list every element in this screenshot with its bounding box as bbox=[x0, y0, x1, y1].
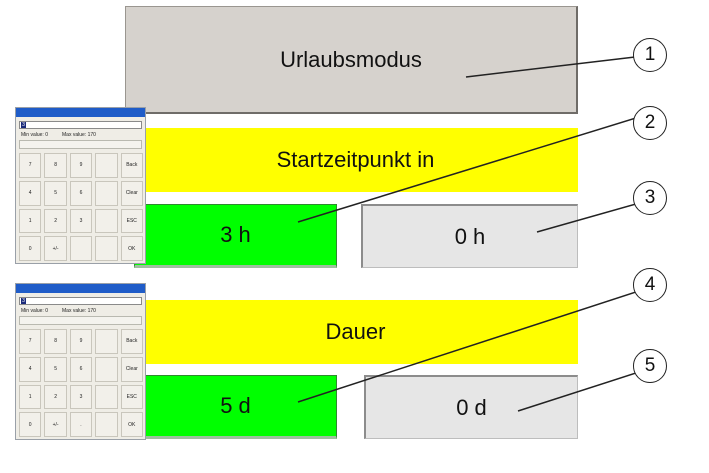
key-8[interactable]: 8 bbox=[44, 153, 67, 178]
key-blank[interactable] bbox=[95, 180, 118, 206]
keypad-info-area bbox=[19, 140, 142, 149]
key-blank[interactable] bbox=[95, 208, 118, 234]
callout-2: 2 bbox=[633, 106, 667, 140]
key-ok[interactable]: OK bbox=[120, 412, 143, 437]
key-1[interactable]: 1 bbox=[19, 208, 42, 234]
key-9[interactable]: 9 bbox=[69, 329, 93, 354]
vacation-mode-button[interactable]: Urlaubsmodus bbox=[125, 6, 578, 114]
keypad-max-range: Max value: 170 bbox=[62, 132, 96, 138]
vacation-mode-label: Urlaubsmodus bbox=[280, 46, 422, 72]
callout-1: 1 bbox=[633, 38, 667, 72]
key-4[interactable]: 4 bbox=[19, 356, 42, 382]
keypad-min-range: Min value: 0 bbox=[21, 132, 48, 138]
key-blank[interactable] bbox=[95, 384, 118, 410]
key-blank[interactable] bbox=[95, 356, 118, 382]
start-time-header-label: Startzeitpunkt in bbox=[276, 147, 435, 172]
callout-4: 4 bbox=[633, 268, 667, 302]
keypad-max-value: 170 bbox=[87, 308, 96, 314]
leader-line-2 bbox=[297, 117, 637, 223]
key-7[interactable]: 7 bbox=[19, 329, 42, 354]
key-0[interactable]: 0 bbox=[19, 236, 42, 261]
numeric-keypad-start: 3 Min value: 0 Max value: 170 7 8 9 Back… bbox=[15, 107, 146, 264]
duration-input-field[interactable]: 5 d bbox=[134, 375, 337, 439]
keypad-titlebar bbox=[16, 284, 145, 293]
leader-line-4 bbox=[297, 291, 637, 403]
callout-3: 3 bbox=[633, 181, 667, 215]
duration-header-label: Dauer bbox=[325, 319, 386, 344]
key-ok[interactable]: OK bbox=[120, 236, 143, 261]
start-time-value: 3 h bbox=[220, 222, 251, 247]
key-plus-minus[interactable]: +/- bbox=[44, 236, 67, 261]
key-8[interactable]: 8 bbox=[44, 329, 67, 354]
key-2[interactable]: 2 bbox=[44, 208, 67, 234]
keypad-display[interactable]: 3 bbox=[19, 121, 142, 129]
callout-5: 5 bbox=[633, 349, 667, 383]
duration-value: 5 d bbox=[220, 393, 251, 418]
keypad-min-label: Min value: bbox=[21, 308, 44, 314]
key-5[interactable]: 5 bbox=[44, 356, 67, 382]
key-blank[interactable] bbox=[95, 153, 118, 178]
keypad-min-value: 0 bbox=[45, 132, 48, 138]
keypad-min-value: 0 bbox=[45, 308, 48, 314]
keypad-max-label: Max value: bbox=[62, 308, 87, 314]
key-6[interactable]: 6 bbox=[69, 356, 93, 382]
key-3[interactable]: 3 bbox=[69, 208, 93, 234]
keypad-info-area bbox=[19, 316, 142, 325]
key-blank[interactable] bbox=[95, 329, 118, 354]
key-6[interactable]: 6 bbox=[69, 180, 93, 206]
duration-remaining-value: 0 d bbox=[456, 394, 487, 420]
key-clear[interactable]: Clear bbox=[120, 356, 143, 382]
key-back[interactable]: Back bbox=[120, 329, 143, 354]
keypad-titlebar bbox=[16, 108, 145, 117]
key-esc[interactable]: ESC bbox=[120, 384, 143, 410]
key-7[interactable]: 7 bbox=[19, 153, 42, 178]
duration-header: Dauer bbox=[133, 300, 578, 364]
leader-line-1 bbox=[465, 56, 636, 78]
duration-remaining-field: 0 d bbox=[364, 375, 578, 439]
key-3[interactable]: 3 bbox=[69, 384, 93, 410]
key-9[interactable]: 9 bbox=[69, 153, 93, 178]
leader-line-5 bbox=[517, 372, 637, 412]
key-blank[interactable] bbox=[95, 236, 118, 261]
keypad-min-range: Min value: 0 bbox=[21, 308, 48, 314]
keypad-display-value: 3 bbox=[21, 298, 26, 304]
numeric-keypad-duration: 3 Min value: 0 Max value: 170 7 8 9 Back… bbox=[15, 283, 146, 440]
key-5[interactable]: 5 bbox=[44, 180, 67, 206]
start-time-remaining-value: 0 h bbox=[454, 223, 486, 249]
key-blank[interactable] bbox=[95, 412, 118, 437]
keypad-max-label: Max value: bbox=[62, 132, 87, 138]
keypad-key-grid: 7 8 9 Back 4 5 6 Clear 1 2 3 ESC 0 +/- O… bbox=[19, 153, 143, 261]
key-clear[interactable]: Clear bbox=[120, 180, 143, 206]
keypad-max-value: 170 bbox=[87, 132, 96, 138]
key-0[interactable]: 0 bbox=[19, 412, 42, 437]
keypad-key-grid: 7 8 9 Back 4 5 6 Clear 1 2 3 ESC 0 +/- .… bbox=[19, 329, 143, 437]
key-plus-minus[interactable]: +/- bbox=[44, 412, 67, 437]
leader-line-3 bbox=[536, 203, 637, 233]
keypad-display-value: 3 bbox=[21, 122, 26, 128]
keypad-display[interactable]: 3 bbox=[19, 297, 142, 305]
start-time-remaining-field: 0 h bbox=[361, 204, 578, 268]
key-decimal-point[interactable]: . bbox=[69, 412, 93, 437]
start-time-header: Startzeitpunkt in bbox=[133, 128, 578, 192]
key-back[interactable]: Back bbox=[120, 153, 143, 178]
key-1[interactable]: 1 bbox=[19, 384, 42, 410]
keypad-max-range: Max value: 170 bbox=[62, 308, 96, 314]
key-2[interactable]: 2 bbox=[44, 384, 67, 410]
keypad-min-label: Min value: bbox=[21, 132, 44, 138]
key-4[interactable]: 4 bbox=[19, 180, 42, 206]
key-esc[interactable]: ESC bbox=[120, 208, 143, 234]
key-blank[interactable] bbox=[69, 236, 93, 261]
